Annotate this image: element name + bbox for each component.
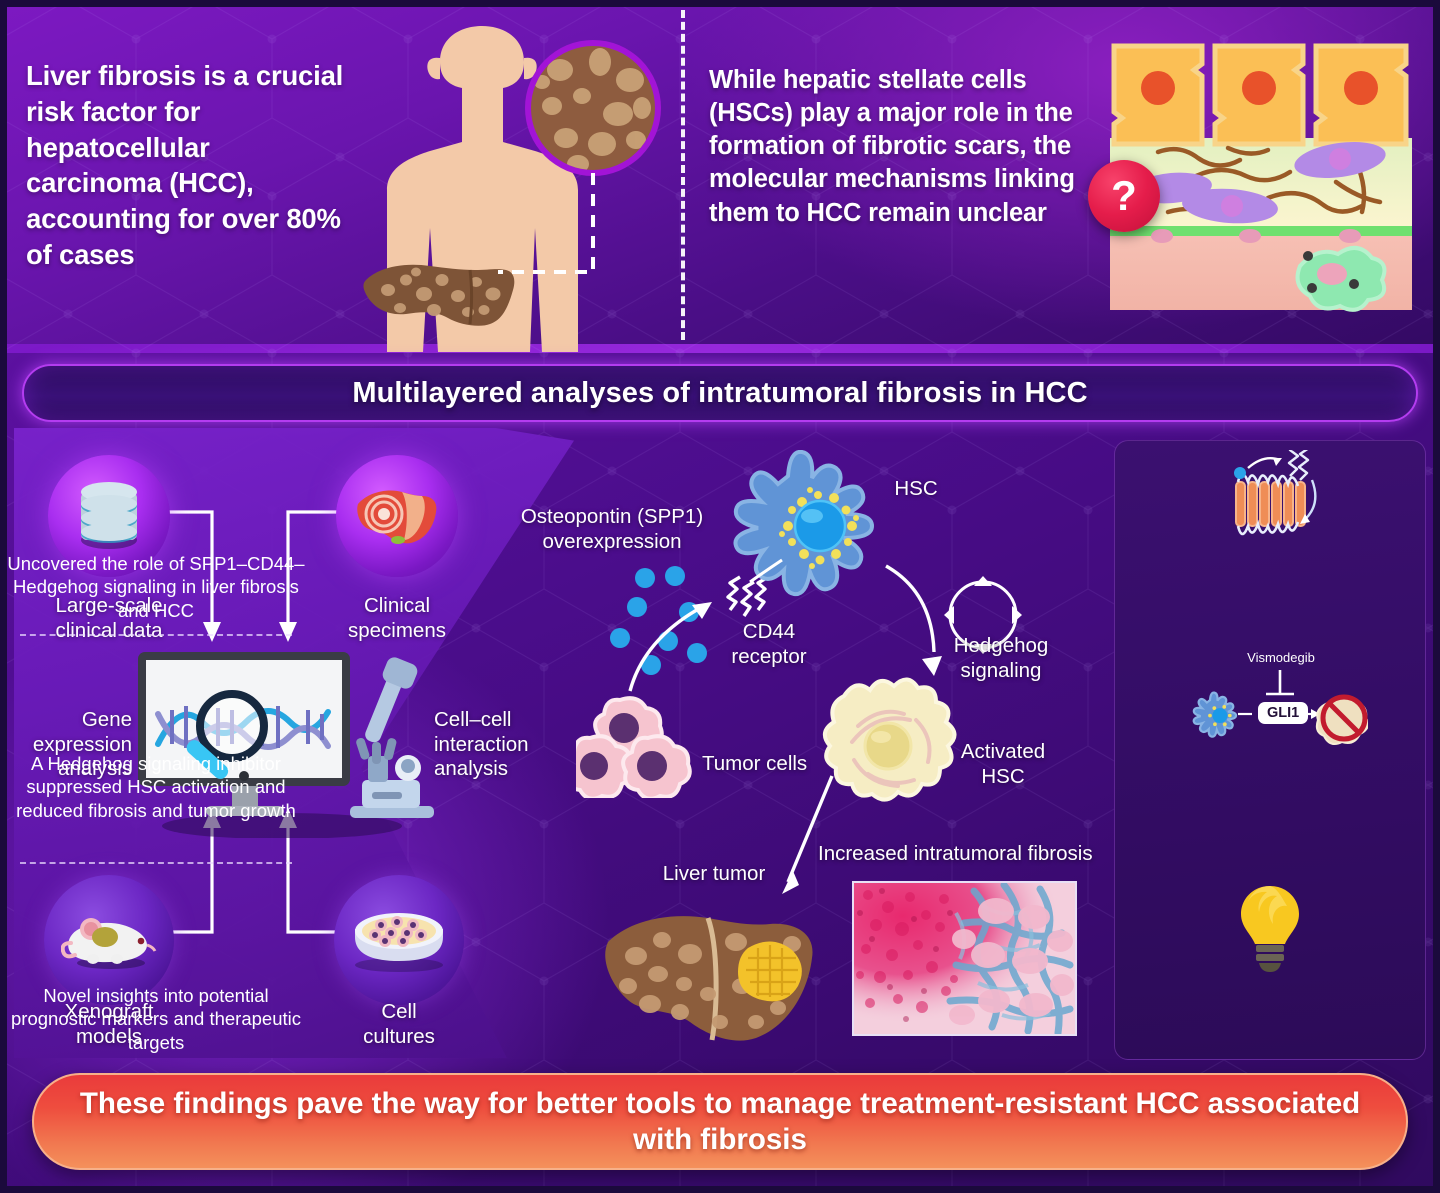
hsc-stellate-cell-illustration [733,450,875,597]
finding-separator-2 [20,862,292,864]
label-spp1-overexpression: Osteopontin (SPP1) overexpression [520,505,704,553]
question-mark-label: ? [1111,172,1137,219]
label-vismodegib: Vismodegib [1247,650,1315,665]
label-hsc: HSC [894,477,938,500]
finding-3-text: Novel insights into potential prognostic… [11,985,301,1053]
label-gene-expression-analysis: Gene expression analysis [32,708,132,781]
trichrome-histology-image [852,881,1077,1036]
activated-hsc-illustration [822,677,957,802]
hedgehog-inhibitor-diagram [1192,670,1368,745]
statement-right: While hepatic stellate cells (HSCs) play… [709,66,1075,227]
label-increased-fibrosis: Increased intratumoral fibrosis [818,842,1093,865]
conclusion-text: These findings pave the way for better t… [79,1086,1361,1156]
petri-dish-icon [355,913,443,972]
label-liver-tumor: Liver tumor [662,862,766,885]
main-title-text: Multilayered analyses of intratumoral fi… [352,376,1088,409]
finding-2-text: A Hedgehog signaling inhibitor suppresse… [16,753,296,821]
database-icon [81,482,137,549]
xenograft-models-icon-bubble [44,875,174,1005]
lightbulb-icon [1241,886,1299,972]
statement-left: Liver fibrosis is a crucial risk factor … [26,60,344,270]
conclusion-banner: These findings pave the way for better t… [32,1073,1408,1170]
finding-1-text: Uncovered the role of SPP1–CD44–Hedgehog… [7,553,305,621]
hsc-activation-arrow [885,564,942,676]
label-cd44-receptor: CD44 receptor [731,620,807,668]
spp1-molecules-and-arrow [610,566,712,692]
label-cell-cultures: Cell cultures [363,1000,435,1048]
human-body-liver-illustration [363,26,661,352]
label-activated-hsc: Activated HSC [960,740,1046,788]
clinical-specimens-icon-bubble [336,455,458,577]
histology-svg [854,883,1075,1034]
gli1-badge: GLI1 [1258,702,1309,724]
label-tumor-cells: Tumor cells [702,752,808,775]
large-scale-clinical-data-icon-bubble [48,455,170,577]
mouse-icon [61,918,157,969]
label-xenograft-models: Xenograft models [64,1000,154,1048]
liver-target-icon [357,490,437,544]
hedgehog-signaling-cycle-icon [944,576,1022,654]
label-clinical-specimens: Clinical specimens [348,594,446,642]
gli1-label: GLI1 [1267,705,1300,721]
gene-expression-and-microscope-illustration [138,652,434,838]
liver-tumor-illustration [605,916,813,1041]
label-cell-cell-interaction-analysis: Cell–cell interaction analysis [434,708,529,781]
label-hedgehog-signaling: Hedgehog signaling [953,634,1049,682]
vertical-dashed-divider [681,10,685,340]
finding-separator-1 [20,634,292,636]
cell-cultures-icon-bubble [334,875,464,1005]
cd44-receptor-icon [726,575,769,617]
tumor-cells-illustration [576,696,692,798]
findings-panel [1114,440,1426,1060]
fibrosis-arrow [782,775,834,894]
question-mark-badge: ? [1088,160,1160,232]
membrane-receptor-icon [1234,450,1317,536]
main-title-banner: Multilayered analyses of intratumoral fi… [22,364,1418,422]
